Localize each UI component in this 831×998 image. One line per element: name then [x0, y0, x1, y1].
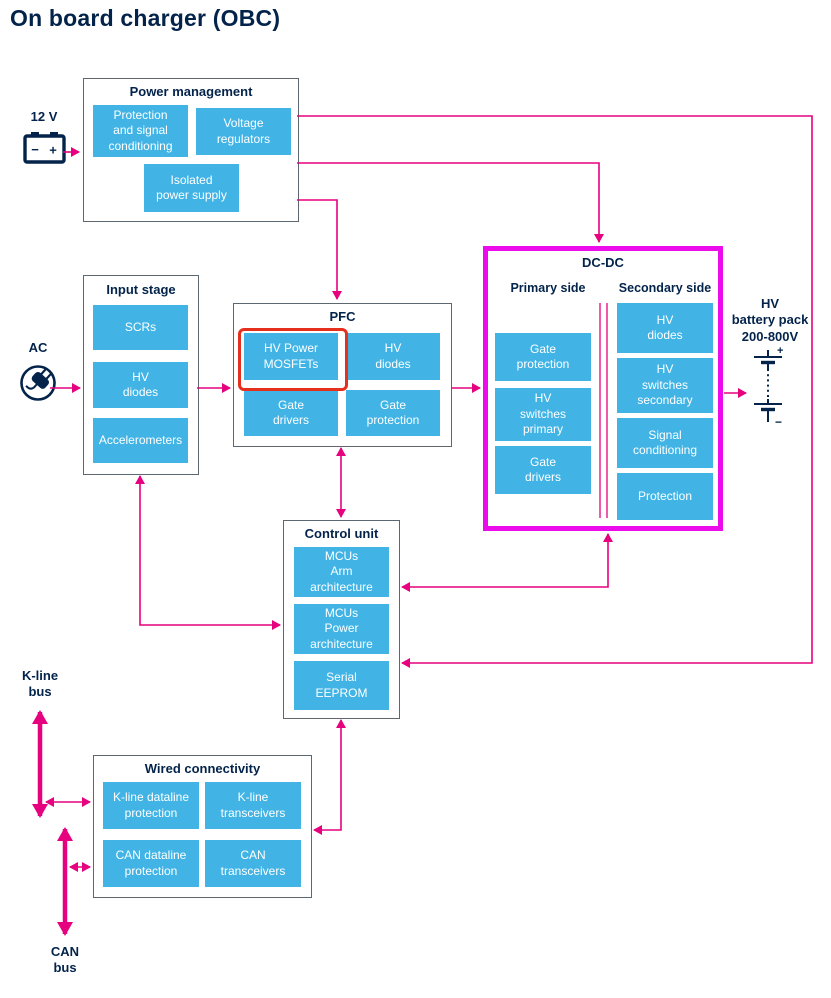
wired-connectivity-title: Wired connectivity [144, 761, 261, 776]
car-battery-icon: − + [23, 132, 66, 164]
dcdc-primary-side-header: Primary side [510, 281, 586, 295]
chip-kline-dataline-protection[interactable]: K-line dataline protection [103, 782, 199, 829]
arrow-control-unit-wired-connectivity-bidirectional [313, 719, 346, 835]
chip-scrs[interactable]: SCRs [93, 305, 188, 350]
input-stage-box: Input stage SCRs HV diodes Accelerometer… [83, 275, 199, 475]
chip-hv-diodes-pfc[interactable]: HV diodes [346, 333, 440, 380]
wired-connectivity-box: Wired connectivity K-line dataline prote… [93, 755, 312, 898]
chip-mcus-arm-architecture[interactable]: MCUs Arm architecture [294, 547, 389, 597]
arrow-power-management-to-dcdc [297, 162, 604, 243]
hv-battery-minus: − [775, 415, 782, 429]
arrow-input-stage-control-unit-bidirectional [135, 475, 281, 630]
chip-accelerometers[interactable]: Accelerometers [93, 418, 188, 463]
battery-plus-terminal: + [49, 143, 57, 158]
arrow-dcdc-control-unit-bidirectional [401, 533, 613, 592]
chip-gate-drivers-primary[interactable]: Gate drivers [495, 446, 591, 494]
kline-bus-label: K-line bus [21, 668, 59, 700]
battery-minus-terminal: − [31, 142, 39, 157]
input-stage-title: Input stage [106, 282, 176, 297]
chip-hv-power-mosfets[interactable]: HV Power MOSFETs [244, 333, 338, 380]
chip-protection-signal-conditioning[interactable]: Protection and signal conditioning [93, 105, 188, 157]
chip-gate-protection-primary[interactable]: Gate protection [495, 333, 591, 381]
control-unit-box: Control unit MCUs Arm architecture MCUs … [283, 520, 400, 719]
dcdc-title: DC-DC [582, 255, 624, 270]
control-unit-title: Control unit [304, 526, 379, 541]
chip-mcus-power-architecture[interactable]: MCUs Power architecture [294, 604, 389, 654]
chip-isolated-power-supply[interactable]: Isolated power supply [144, 164, 239, 212]
hv-battery-plus: + [777, 345, 783, 357]
hv-battery-pack-label: HV battery pack 200-800V [731, 296, 809, 344]
dcdc-secondary-side-header: Secondary side [618, 281, 712, 295]
chip-hv-switches-primary[interactable]: HV switches primary [495, 388, 591, 441]
chip-gate-drivers-pfc[interactable]: Gate drivers [244, 390, 338, 436]
dcdc-box: DC-DC Primary side Secondary side Gate p… [483, 246, 723, 531]
chip-protection-secondary[interactable]: Protection [617, 473, 713, 520]
arrow-power-management-to-pfc [297, 199, 342, 300]
chip-kline-transceivers[interactable]: K-line transceivers [205, 782, 301, 829]
chip-gate-protection-pfc[interactable]: Gate protection [346, 390, 440, 436]
power-management-box: Power management Protection and signal c… [83, 78, 299, 222]
chip-voltage-regulators[interactable]: Voltage regulators [196, 108, 291, 155]
ac-label: AC [28, 340, 48, 355]
pfc-title: PFC [329, 309, 356, 324]
hv-battery-cells-icon: + − [754, 345, 783, 429]
chip-hv-diodes-input[interactable]: HV diodes [93, 362, 188, 408]
ac-plug-icon [20, 365, 56, 401]
page-title: On board charger (OBC) [10, 5, 281, 31]
battery-12v-label: 12 V [30, 109, 58, 124]
chip-serial-eeprom[interactable]: Serial EEPROM [294, 661, 389, 710]
can-bus-label: CAN bus [50, 944, 80, 976]
power-management-title: Power management [129, 84, 253, 99]
chip-signal-conditioning[interactable]: Signal conditioning [617, 418, 713, 468]
chip-can-transceivers[interactable]: CAN transceivers [205, 840, 301, 887]
chip-hv-diodes-secondary[interactable]: HV diodes [617, 303, 713, 353]
chip-can-dataline-protection[interactable]: CAN dataline protection [103, 840, 199, 887]
pfc-box: PFC HV Power MOSFETs HV diodes Gate driv… [233, 303, 452, 447]
chip-hv-switches-secondary[interactable]: HV switches secondary [617, 358, 713, 413]
